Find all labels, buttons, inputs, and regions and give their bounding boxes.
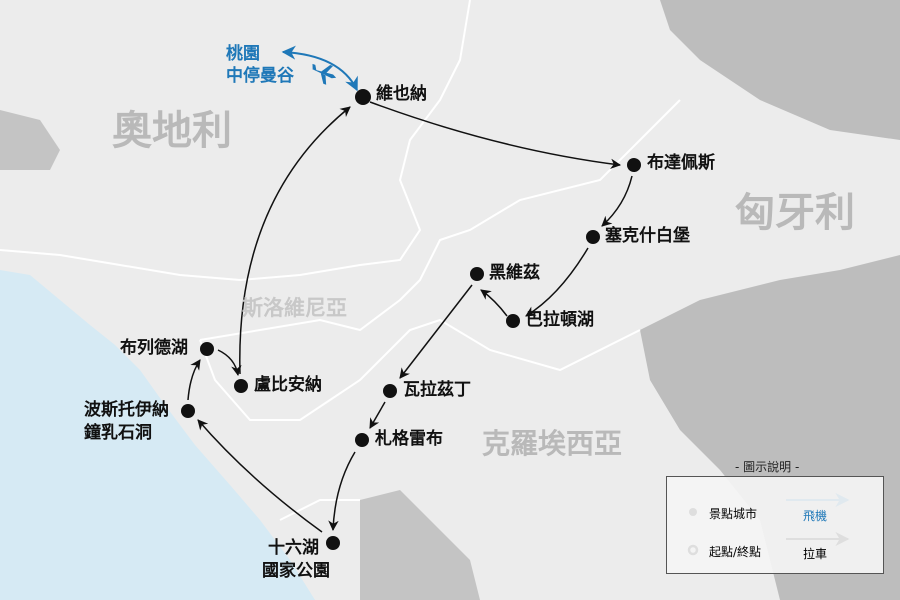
city-dot-szekesfehervar — [586, 230, 600, 244]
country-label-slovenia: 斯洛維尼亞 — [242, 296, 347, 320]
city-label-zagreb: 札格雷布 — [375, 429, 443, 449]
route-szekesfehervar-balaton — [525, 247, 589, 317]
city-label-budapest: 布達佩斯 — [647, 153, 715, 173]
city-dot-ljubljana — [234, 379, 248, 393]
city-label-plitvice-2: 國家公園 — [262, 561, 330, 581]
route-vienna-budapest — [369, 101, 622, 170]
route-heviz-varazdin — [399, 284, 473, 379]
flight-label-bangkok: 中停曼谷 — [226, 66, 294, 86]
legend: 景點城市 起點/終點 飛機 拉車 — [666, 476, 884, 574]
airplane-icon — [311, 63, 337, 85]
country-label-hungary: 匈牙利 — [735, 190, 855, 236]
city-label-balaton: 巴拉頓湖 — [526, 310, 594, 330]
borders — [0, 0, 681, 521]
city-label-heviz: 黑維茲 — [489, 263, 540, 283]
legend-title: - 圖示說明 - — [735, 460, 800, 474]
city-label-postojna-1: 波斯托伊納 — [84, 400, 169, 420]
city-label-bled: 布列德湖 — [120, 338, 188, 358]
sea — [0, 270, 315, 600]
city-dot-budapest — [627, 158, 641, 172]
city-dot-postojna — [181, 404, 195, 418]
legend-flight-label: 飛機 — [803, 509, 828, 523]
route-budapest-szekesfehervar — [601, 175, 633, 227]
city-dots — [181, 89, 641, 550]
legend-bus-label: 拉車 — [803, 547, 828, 561]
flight-label-taoyuan: 桃園 — [226, 44, 260, 64]
country-label-croatia: 克羅埃西亞 — [482, 427, 623, 460]
route-ljubljana-vienna — [239, 106, 351, 375]
neighbor-region-north — [660, 0, 900, 140]
city-dot-bled — [200, 342, 214, 356]
city-label-plitvice-1: 十六湖 — [268, 538, 319, 558]
city-dot-vienna — [355, 89, 371, 105]
route-postojna-bled — [187, 359, 201, 401]
city-dot-heviz — [470, 267, 484, 281]
city-label-varazdin: 瓦拉茲丁 — [403, 380, 471, 400]
flight-route — [281, 45, 358, 92]
route-varazdin-zagreb — [369, 401, 386, 429]
city-dot-varazdin — [383, 384, 397, 398]
city-label-ljubljana: 盧比安納 — [254, 375, 322, 395]
city-dot-plitvice — [326, 536, 340, 550]
route-zagreb-plitvice — [328, 451, 356, 532]
city-label-postojna-2: 鐘乳石洞 — [84, 423, 152, 443]
city-dot-zagreb — [355, 433, 369, 447]
neighbor-region-west — [0, 110, 60, 170]
legend-start-end-label: 起點/終點 — [709, 545, 762, 559]
neighbor-region-south — [360, 490, 480, 600]
route-balaton-heviz — [480, 289, 508, 317]
legend-city-label: 景點城市 — [709, 507, 758, 521]
city-label-szekesfehervar: 塞克什白堡 — [605, 226, 690, 246]
country-label-austria: 奧地利 — [112, 108, 232, 154]
city-dot-balaton — [506, 314, 520, 328]
route-plitvice-postojna — [197, 419, 323, 533]
route-bled-ljubljana — [217, 349, 242, 377]
city-label-vienna: 維也納 — [376, 84, 427, 104]
